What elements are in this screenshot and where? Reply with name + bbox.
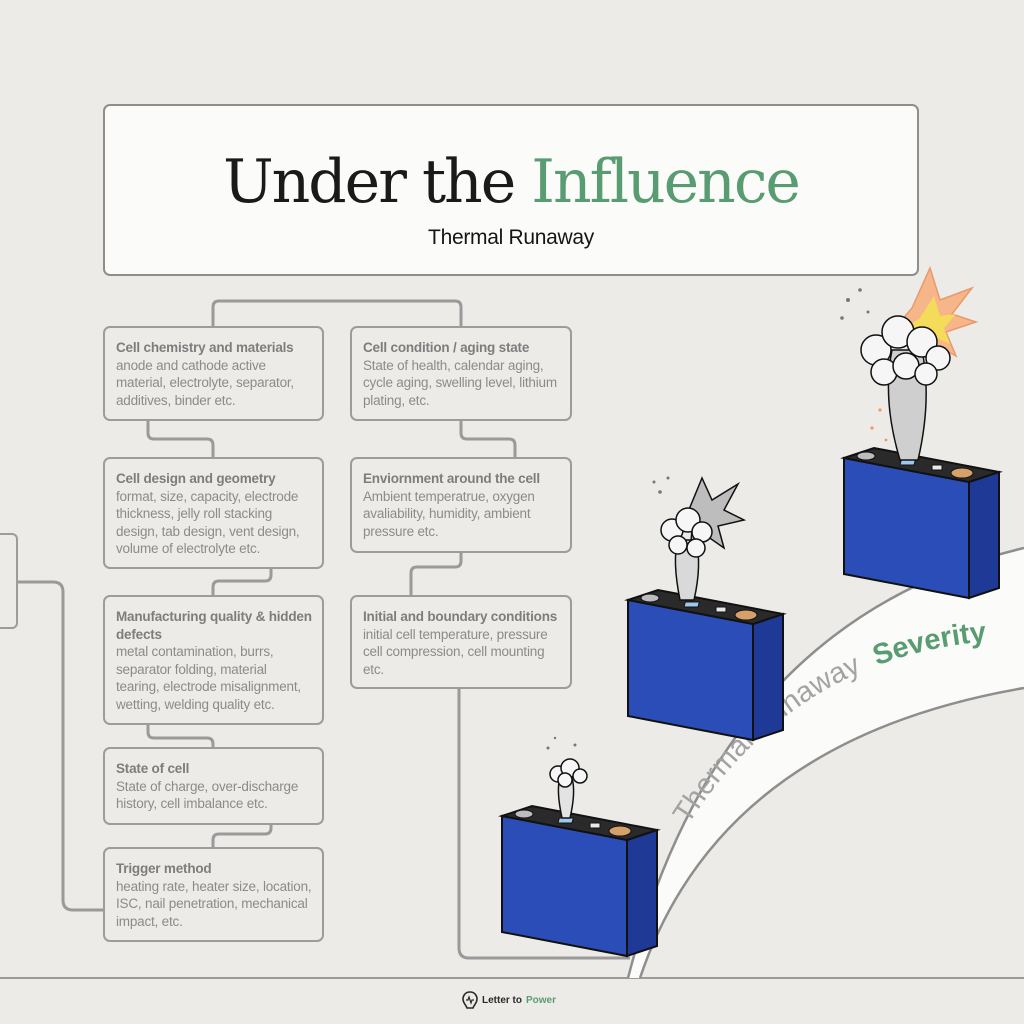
page-subtitle: Thermal Runaway [428, 226, 594, 249]
title-main: Under the [223, 147, 516, 217]
card-title: Manufacturing quality & hidden defects [116, 609, 312, 642]
card-manufacturing-quality: Manufacturing quality & hidden defects m… [103, 595, 324, 725]
card-cell-condition: Cell condition / aging state State of he… [350, 326, 572, 421]
battery-icon [498, 804, 661, 958]
card-title: State of cell [116, 761, 190, 776]
logo-icon [462, 991, 478, 1009]
footer-brand: Letter to Power [462, 988, 602, 1012]
battery-icon [624, 588, 787, 742]
edge-box [0, 533, 18, 629]
connector-lines [18, 299, 630, 960]
card-body: anode and cathode active material, elect… [116, 357, 294, 408]
card-body: format, size, capacity, electrode thickn… [116, 488, 300, 557]
card-body: initial cell temperature, pressure cell … [363, 626, 548, 677]
card-body: Ambient temperatrue, oxygen avaliability… [363, 488, 535, 539]
card-title: Cell design and geometry [116, 471, 276, 486]
card-cell-design: Cell design and geometry format, size, c… [103, 457, 324, 569]
title-box: Under the Influence Thermal Runaway [103, 104, 919, 276]
battery-icon [840, 446, 1003, 600]
card-initial-boundary: Initial and boundary conditions initial … [350, 595, 572, 689]
footer-brand-text: Letter to [482, 994, 522, 1006]
card-body: State of charge, over-discharge history,… [116, 778, 299, 812]
card-body: heating rate, heater size, location, ISC… [116, 878, 312, 929]
card-trigger-method: Trigger method heating rate, heater size… [103, 847, 324, 942]
card-body: State of health, calendar aging, cycle a… [363, 357, 557, 408]
smoke-plume-icon [840, 288, 951, 461]
smoke-plume-icon [652, 476, 713, 601]
page-title: Under the Influence [105, 144, 917, 220]
card-body: metal contamination, burrs, separator fo… [116, 644, 301, 712]
smoke-plume-icon [546, 736, 588, 819]
title-accent: Influence [531, 147, 801, 217]
card-title: Enviornment around the cell [363, 471, 540, 486]
card-environment: Enviornment around the cell Ambient temp… [350, 457, 572, 553]
card-title: Cell chemistry and materials [116, 340, 294, 355]
card-cell-chemistry: Cell chemistry and materials anode and c… [103, 326, 324, 421]
card-title: Cell condition / aging state [363, 340, 530, 355]
card-title: Trigger method [116, 861, 212, 876]
footer-brand-accent: Power [526, 994, 557, 1006]
card-title: Initial and boundary conditions [363, 609, 558, 624]
card-state-of-cell: State of cell State of charge, over-disc… [103, 747, 324, 825]
